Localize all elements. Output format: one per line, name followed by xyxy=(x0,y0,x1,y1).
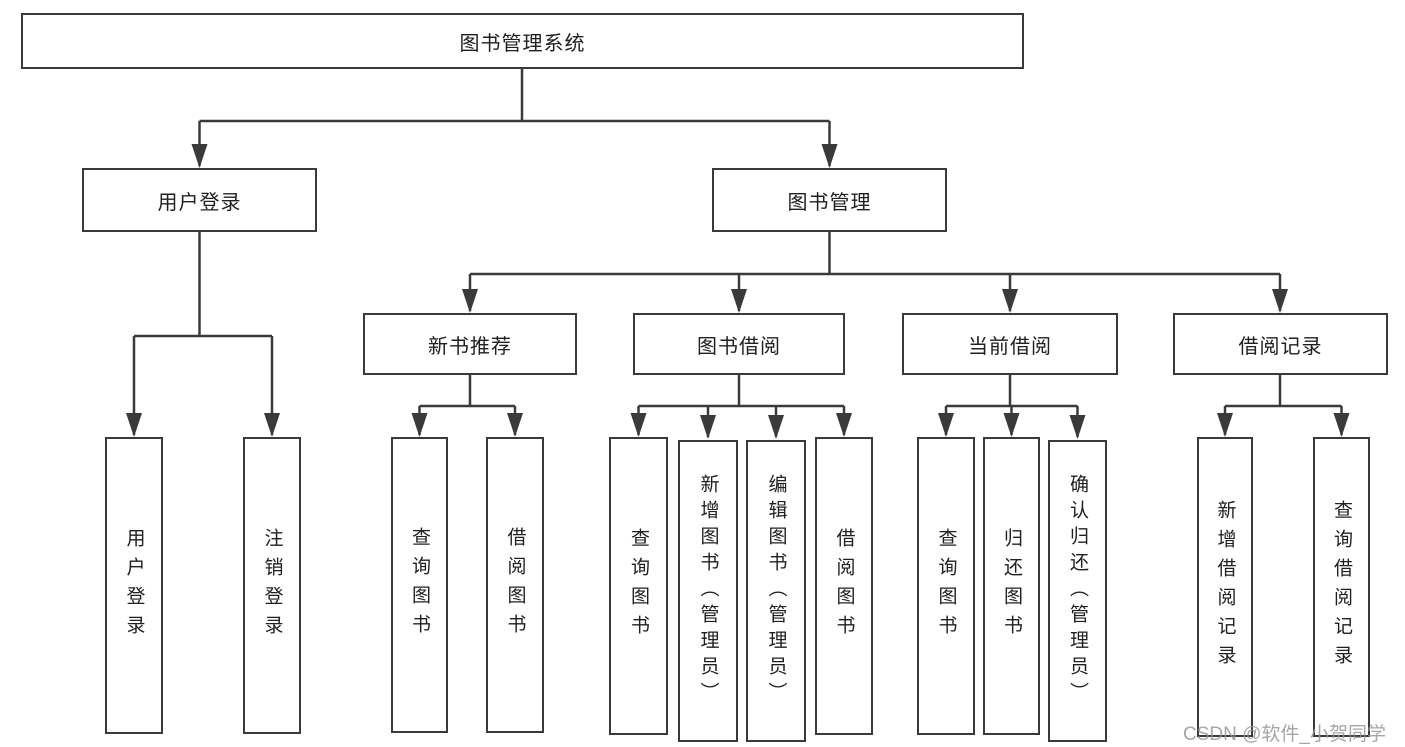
node-borrow-record: 借阅记录 xyxy=(1173,313,1388,375)
leaf-query-books-newbook: 查询图书 xyxy=(391,437,448,733)
leaf-confirm-return-admin: 确认归还（管理员） xyxy=(1048,440,1107,742)
leaf-query-books-borrow-label: 查询图书 xyxy=(628,528,649,644)
leaf-borrow-books-borrow-label: 借阅图书 xyxy=(833,528,855,644)
leaf-edit-books-admin-label: 编辑图书（管理员） xyxy=(765,474,787,708)
leaf-query-books-current-label: 查询图书 xyxy=(935,528,957,644)
leaf-query-books-borrow: 查询图书 xyxy=(609,437,668,735)
leaf-borrow-books-newbook-label: 借阅图书 xyxy=(504,527,526,643)
leaf-add-borrow-record: 新增借阅记录 xyxy=(1197,437,1253,737)
leaf-borrow-books-newbook: 借阅图书 xyxy=(486,437,544,733)
leaf-logout-login-label: 注销登录 xyxy=(261,527,283,644)
leaf-borrow-books-borrow: 借阅图书 xyxy=(815,437,873,735)
leaf-logout-login: 注销登录 xyxy=(243,437,301,734)
leaf-add-books-admin-label: 新增图书（管理员） xyxy=(697,474,719,708)
leaf-query-books-current: 查询图书 xyxy=(917,437,975,735)
node-current-borrow: 当前借阅 xyxy=(902,313,1118,375)
node-user-login: 用户登录 xyxy=(82,168,317,232)
leaf-user-login-label: 用户登录 xyxy=(123,527,145,644)
leaf-add-books-admin: 新增图书（管理员） xyxy=(678,440,738,742)
leaf-user-login: 用户登录 xyxy=(105,437,163,734)
node-root: 图书管理系统 xyxy=(21,13,1024,69)
leaf-add-borrow-record-label: 新增借阅记录 xyxy=(1214,500,1236,674)
leaf-edit-books-admin: 编辑图书（管理员） xyxy=(746,440,806,742)
node-book-borrow: 图书借阅 xyxy=(633,313,845,375)
leaf-query-borrow-record: 查询借阅记录 xyxy=(1313,437,1370,737)
leaf-return-books: 归还图书 xyxy=(983,437,1040,735)
leaf-query-borrow-record-label: 查询借阅记录 xyxy=(1331,500,1352,674)
node-new-book-recommend: 新书推荐 xyxy=(363,313,577,375)
csdn-watermark: CSDN @软件_小贺同学 xyxy=(1183,724,1386,745)
leaf-return-books-label: 归还图书 xyxy=(1001,528,1022,644)
leaf-query-books-newbook-label: 查询图书 xyxy=(409,527,430,643)
node-book-management: 图书管理 xyxy=(712,168,947,232)
leaf-confirm-return-admin-label: 确认归还（管理员） xyxy=(1067,474,1088,708)
